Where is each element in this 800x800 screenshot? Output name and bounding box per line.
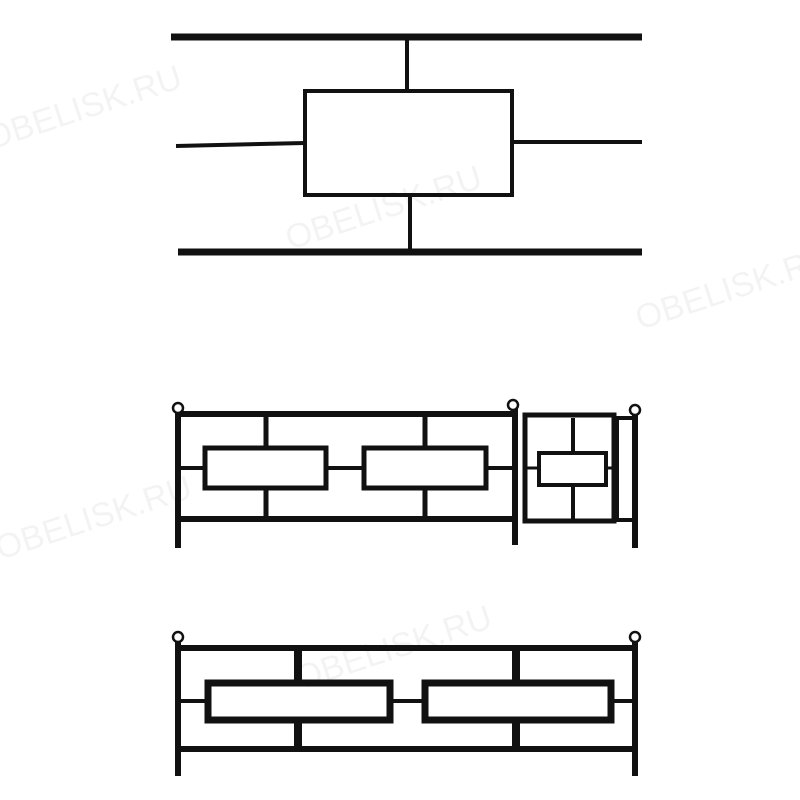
ornament-rectangle [421,679,615,724]
finial [171,630,185,644]
fence-section-two-panel [171,398,642,548]
watermark: OBELISK.RU [0,468,197,567]
watermark: OBELISK.RU [631,238,800,337]
watermark: OBELISK.RU [0,58,187,157]
ornament-rectangle [303,89,514,197]
ornament-rectangle [537,451,608,487]
ornament-rectangle [202,445,329,491]
ornament-rectangle [361,445,489,491]
finial [506,398,520,412]
watermark: OBELISK.RU [281,158,487,257]
finial [171,401,185,415]
pattern-detail [171,33,642,256]
watermark-layer: OBELISK.RU OBELISK.RU OBELISK.RU OBELISK… [0,58,800,697]
fence-section-single-panel [171,630,642,776]
finial [628,403,642,417]
finial [628,630,642,644]
left-connector [175,141,306,148]
